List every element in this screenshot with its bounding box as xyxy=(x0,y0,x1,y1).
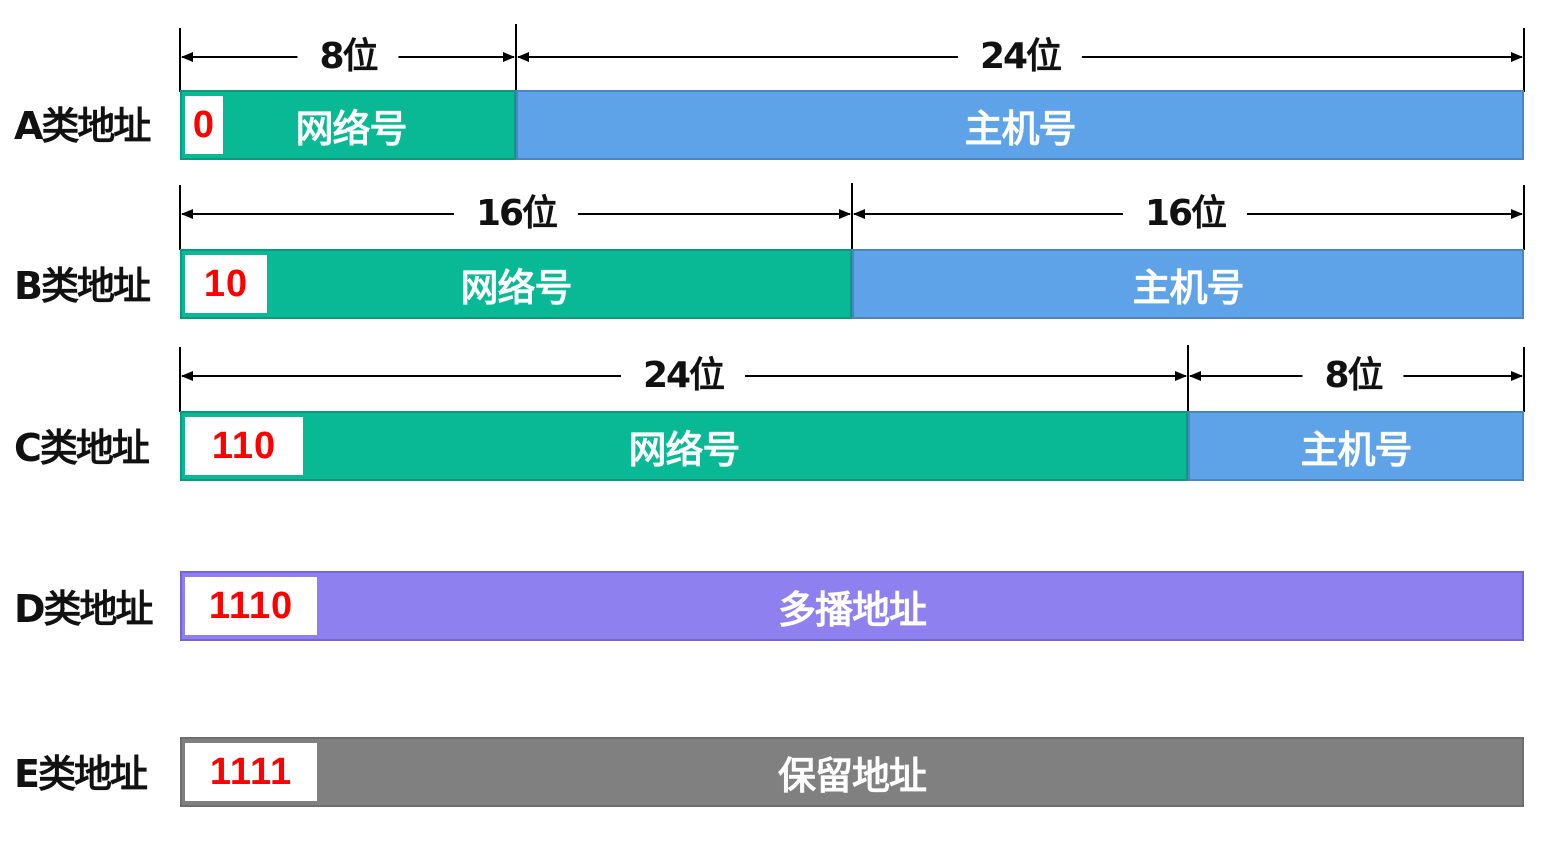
class-a-label: A类地址 xyxy=(14,104,151,148)
class-d-prefix: 1110 xyxy=(185,577,317,635)
class-d-text: 多播地址 xyxy=(777,587,927,632)
class-c-host-segment: 主机号 xyxy=(1188,411,1524,481)
class-e-bar: 1111 保留地址 xyxy=(180,737,1524,807)
class-d-bar: 1110 多播地址 xyxy=(180,571,1524,641)
class-c-bar: 110 网络号 主机号 xyxy=(180,411,1524,481)
class-c-label: C类地址 xyxy=(14,426,150,470)
class-a-host-text: 主机号 xyxy=(964,106,1076,151)
class-b-bar: 10 网络号 主机号 xyxy=(180,249,1524,319)
class-a-net-width-label: 8位 xyxy=(297,39,399,75)
class-b-host-segment: 主机号 xyxy=(852,249,1524,319)
class-a-host-segment: 主机号 xyxy=(516,90,1524,160)
class-d-label: D类地址 xyxy=(14,587,154,631)
class-a-network-text: 网络号 xyxy=(295,106,407,151)
class-a-prefix: 0 xyxy=(185,96,223,154)
class-c-network-text: 网络号 xyxy=(628,427,740,472)
class-b-network-segment: 10 网络号 xyxy=(180,249,852,319)
class-c-net-width-label: 24位 xyxy=(620,358,746,394)
class-c-host-width-label: 8位 xyxy=(1302,358,1404,394)
class-a-bar: 0 网络号 主机号 xyxy=(180,90,1524,160)
class-e-reserved-segment: 1111 保留地址 xyxy=(180,737,1524,807)
class-b-host-width-label: 16位 xyxy=(1122,196,1248,232)
class-b-prefix: 10 xyxy=(185,255,267,313)
class-e-prefix: 1111 xyxy=(185,743,317,801)
class-e-text: 保留地址 xyxy=(777,753,927,798)
class-c-prefix: 110 xyxy=(185,417,303,475)
class-b-label: B类地址 xyxy=(14,264,151,308)
class-a-network-segment: 0 网络号 xyxy=(180,90,516,160)
class-d-multicast-segment: 1110 多播地址 xyxy=(180,571,1524,641)
class-e-label: E类地址 xyxy=(14,752,148,796)
class-b-net-width-label: 16位 xyxy=(453,196,579,232)
class-b-network-text: 网络号 xyxy=(460,265,572,310)
class-b-host-text: 主机号 xyxy=(1132,265,1244,310)
class-a-host-width-label: 24位 xyxy=(957,39,1083,75)
class-c-host-text: 主机号 xyxy=(1300,427,1412,472)
class-c-network-segment: 110 网络号 xyxy=(180,411,1188,481)
